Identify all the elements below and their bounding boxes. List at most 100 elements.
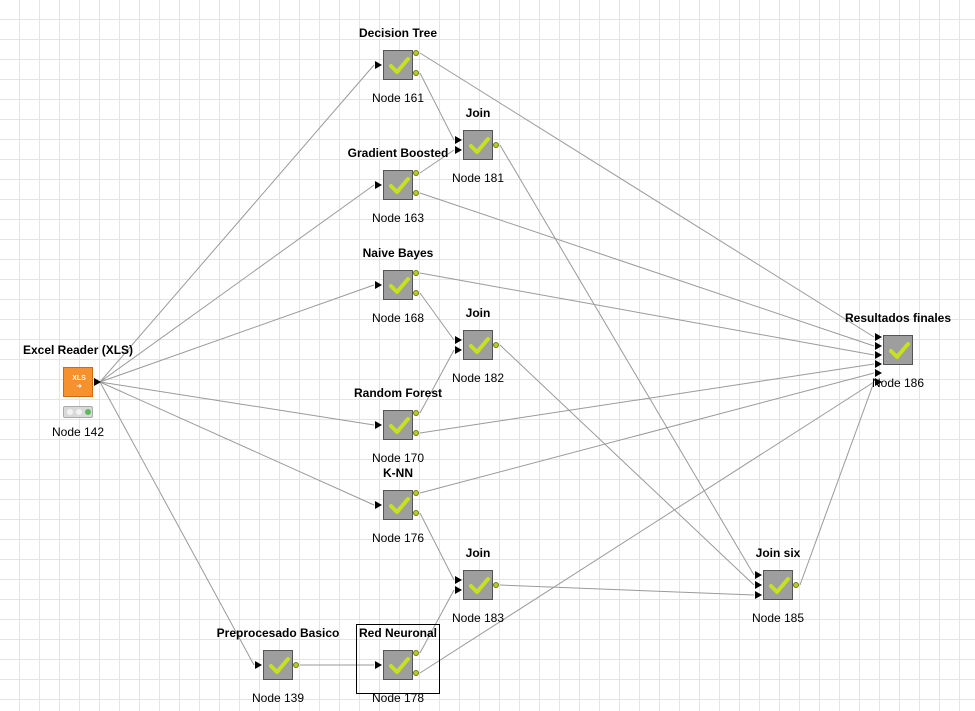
node-id-label: Node 181 [451,171,505,185]
connection-join182-to-joinsix[interactable] [499,344,755,586]
status-light-green-icon [85,409,91,415]
node-title[interactable]: Red Neuronal [358,626,438,640]
input-port-icon[interactable] [875,378,882,386]
connection-joinsix-to-results[interactable] [799,381,875,586]
node-title[interactable]: Excel Reader (XLS) [22,343,134,357]
input-port-icon[interactable] [375,501,382,509]
node-knn[interactable] [383,490,413,520]
connection-dtree-to-results[interactable] [419,52,875,338]
node-join183[interactable] [463,570,493,600]
node-id-label: Node 178 [371,691,425,705]
node-title[interactable]: Join [465,106,491,120]
checkmark-icon [389,57,410,74]
input-port-icon[interactable] [375,61,382,69]
node-title[interactable]: Join [465,306,491,320]
connection-reader-to-knn[interactable] [99,381,375,506]
node-dtree[interactable] [383,50,413,80]
output-port-icon[interactable] [493,342,499,348]
output-port-icon[interactable] [413,490,419,496]
input-port-icon[interactable] [875,369,882,377]
checkmark-icon [389,417,410,434]
node-title[interactable]: Join [465,546,491,560]
connection-rforest-to-results[interactable] [419,363,875,434]
input-port-icon[interactable] [875,342,882,350]
input-port-icon[interactable] [375,421,382,429]
output-port-icon[interactable] [413,70,419,76]
connection-knn-to-results[interactable] [419,372,875,494]
input-port-icon[interactable] [755,571,762,579]
connection-reader-to-gboost[interactable] [99,184,375,383]
output-port-icon[interactable] [94,378,101,386]
input-port-icon[interactable] [455,576,462,584]
node-id-label: Node 139 [251,691,305,705]
node-title[interactable]: Decision Tree [358,26,438,40]
connection-nbayes-to-join182[interactable] [419,292,455,341]
input-port-icon[interactable] [375,661,382,669]
connection-reader-to-nbayes[interactable] [99,284,375,383]
input-port-icon[interactable] [875,351,882,359]
input-port-icon[interactable] [255,661,262,669]
input-port-icon[interactable] [755,581,762,589]
node-gboost[interactable] [383,170,413,200]
output-port-icon[interactable] [493,582,499,588]
output-port-icon[interactable] [413,50,419,56]
input-port-icon[interactable] [455,586,462,594]
connection-dtree-to-join181[interactable] [419,72,455,141]
output-port-icon[interactable] [413,290,419,296]
node-rforest[interactable] [383,410,413,440]
output-port-icon[interactable] [793,582,799,588]
input-port-icon[interactable] [375,281,382,289]
node-title[interactable]: K-NN [383,466,413,480]
node-prep[interactable] [263,650,293,680]
output-port-icon[interactable] [413,270,419,276]
connection-reader-to-rforest[interactable] [99,381,375,426]
input-port-icon[interactable] [755,591,762,599]
node-title[interactable]: Resultados finales [844,311,952,325]
output-port-icon[interactable] [413,510,419,516]
connection-knn-to-join183[interactable] [419,512,455,581]
connection-gboost-to-join181[interactable] [419,149,455,174]
node-results[interactable] [883,335,913,365]
output-port-icon[interactable] [493,142,499,148]
connection-rneur-to-results[interactable] [419,381,875,674]
output-port-icon[interactable] [293,662,299,668]
output-port-icon[interactable] [413,170,419,176]
input-port-icon[interactable] [455,346,462,354]
connection-reader-to-dtree[interactable] [99,64,375,383]
node-id-label: Node 183 [451,611,505,625]
node-id-label: Node 142 [51,425,105,439]
connection-join181-to-joinsix[interactable] [499,144,755,576]
connection-gboost-to-results[interactable] [419,192,875,347]
connection-rneur-to-join183[interactable] [419,589,455,654]
node-title[interactable]: Preprocesado Basico [216,626,340,640]
traffic-light-status [63,406,93,418]
node-id-label: Node 170 [371,451,425,465]
output-port-icon[interactable] [413,650,419,656]
connection-nbayes-to-results[interactable] [419,272,875,356]
output-port-icon[interactable] [413,670,419,676]
input-port-icon[interactable] [875,333,882,341]
node-title[interactable]: Gradient Boosted [347,146,449,160]
node-title[interactable]: Random Forest [353,386,443,400]
node-reader[interactable]: XLS➜ [63,367,93,397]
connection-reader-to-prep[interactable] [99,381,255,666]
status-light-off-icon [67,409,73,415]
input-port-icon[interactable] [375,181,382,189]
node-join181[interactable] [463,130,493,160]
input-port-icon[interactable] [455,146,462,154]
input-port-icon[interactable] [455,336,462,344]
node-join182[interactable] [463,330,493,360]
input-port-icon[interactable] [455,136,462,144]
node-title[interactable]: Naive Bayes [362,246,434,260]
output-port-icon[interactable] [413,190,419,196]
checkmark-icon [469,337,490,354]
node-rneur[interactable] [383,650,413,680]
output-port-icon[interactable] [413,430,419,436]
output-port-icon[interactable] [413,410,419,416]
node-title[interactable]: Join six [755,546,801,560]
node-joinsix[interactable] [763,570,793,600]
connection-rforest-to-join182[interactable] [419,349,455,414]
connection-join183-to-joinsix[interactable] [499,584,755,596]
node-nbayes[interactable] [383,270,413,300]
input-port-icon[interactable] [875,360,882,368]
